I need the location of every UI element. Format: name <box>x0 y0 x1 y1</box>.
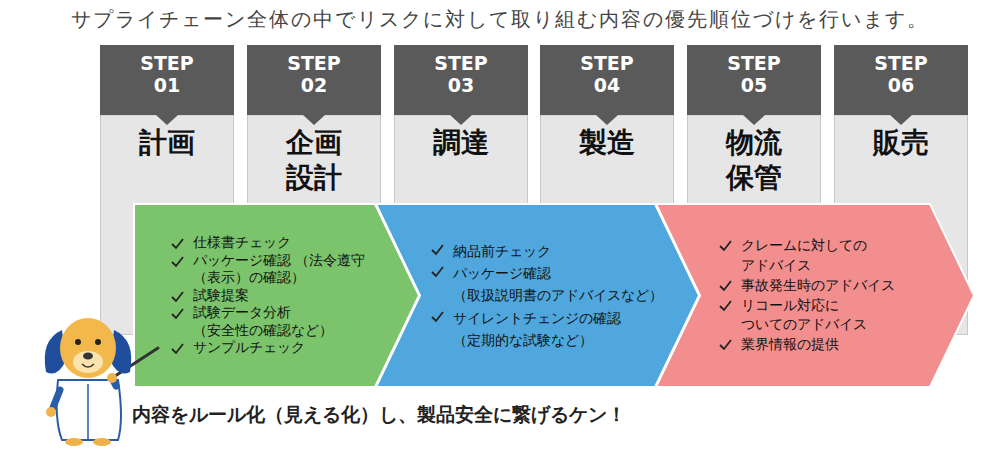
check-item: クレームに対しての アドバイス <box>717 236 905 276</box>
check-mark <box>171 343 184 355</box>
chevron-arrow: 納品前チェックパッケージ確認 （取扱説明書のアドバイスなど） サイレントチェンジの… <box>375 203 700 388</box>
step-name: 計画 <box>139 125 195 160</box>
step-number-box: STEP 06 <box>834 53 968 97</box>
check-text: クレームに対しての アドバイス <box>741 237 867 273</box>
step-name-box: 調達 <box>394 125 528 160</box>
check-mark <box>431 311 444 323</box>
check-item: 納品前チェック <box>429 240 669 262</box>
step-name: 物流 保管 <box>709 125 799 195</box>
check-mark <box>171 291 184 303</box>
check-text: 業界情報の提供 <box>741 336 839 352</box>
check-list: 納品前チェックパッケージ確認 （取扱説明書のアドバイスなど） サイレントチェンジの… <box>429 203 669 388</box>
check-text: 仕様書チェック <box>193 234 291 250</box>
check-item: リコール対応に ついてのアドバイス <box>717 296 905 336</box>
step-number-box: STEP 03 <box>394 53 528 97</box>
check-text: パッケージ確認 （法令遵守（表示）の確認） <box>193 252 365 286</box>
check-item: パッケージ確認 （法令遵守（表示）の確認） <box>169 252 379 287</box>
check-item: パッケージ確認 （取扱説明書のアドバイスなど） <box>429 262 669 307</box>
step-number-box: STEP 02 <box>247 53 381 97</box>
chevron-arrow: クレームに対しての アドバイス事故発生時のアドバイスリコール対応に ついてのアド… <box>655 203 975 388</box>
step-name-box: 製造 <box>540 125 674 160</box>
check-item: サイレントチェンジの確認 （定期的な試験など） <box>429 307 669 352</box>
step-number: STEP 03 <box>426 53 496 97</box>
check-mark <box>719 339 732 351</box>
check-mark <box>431 266 444 278</box>
step-name-box: 販売 <box>834 125 968 160</box>
check-item: 試験データ分析 （安全性の確認など） <box>169 304 379 339</box>
step-number-box: STEP 05 <box>687 53 821 97</box>
step-number: STEP 05 <box>719 53 789 97</box>
check-text: サイレントチェンジの確認 （定期的な試験など） <box>453 310 621 348</box>
step-name-box: 計画 <box>100 125 234 160</box>
check-text: 事故発生時のアドバイス <box>741 277 895 293</box>
check-text: 試験提案 <box>193 287 249 303</box>
check-item: 試験提案 <box>169 287 379 305</box>
check-list: クレームに対しての アドバイス事故発生時のアドバイスリコール対応に ついてのアド… <box>717 203 905 388</box>
check-mark <box>719 300 732 312</box>
check-mark <box>171 238 184 250</box>
slogan: 内容をルール化（見える化）し、製品安全に繋げるケン！ <box>132 402 626 428</box>
check-mark <box>431 244 444 256</box>
check-mark <box>719 240 732 252</box>
check-mark <box>171 256 184 268</box>
check-text: サンプルチェック <box>193 339 305 355</box>
check-mark <box>171 308 184 320</box>
chevron-shape <box>133 203 420 388</box>
step-number: STEP 06 <box>866 53 936 97</box>
check-text: パッケージ確認 （取扱説明書のアドバイスなど） <box>453 265 663 303</box>
check-item: 業界情報の提供 <box>717 335 905 355</box>
chevron-shape <box>655 203 975 388</box>
check-text: 納品前チェック <box>453 243 551 259</box>
check-list: 仕様書チェックパッケージ確認 （法令遵守（表示）の確認）試験提案試験データ分析 … <box>169 203 379 388</box>
step-name: 製造 <box>579 125 635 160</box>
step-name: 企画 設計 <box>269 125 359 195</box>
step-number-box: STEP 04 <box>540 53 674 97</box>
step-name: 調達 <box>433 125 489 160</box>
step-number: STEP 04 <box>572 53 642 97</box>
check-mark <box>719 280 732 292</box>
check-item: 仕様書チェック <box>169 234 379 252</box>
step-name: 販売 <box>873 125 929 160</box>
check-item: サンプルチェック <box>169 339 379 357</box>
page-title: サプライチェーン全体の中でリスクに対して取り組む内容の優先順位づけを行います。 <box>0 6 1000 33</box>
check-item: 事故発生時のアドバイス <box>717 276 905 296</box>
chevron-arrow: 仕様書チェックパッケージ確認 （法令遵守（表示）の確認）試験提案試験データ分析 … <box>133 203 420 388</box>
check-text: 試験データ分析 （安全性の確認など） <box>193 304 333 338</box>
step-number: STEP 02 <box>279 53 349 97</box>
step-name-box: 物流 保管 <box>687 125 821 195</box>
step-number-box: STEP 01 <box>100 53 234 97</box>
step-name-box: 企画 設計 <box>247 125 381 195</box>
step-number: STEP 01 <box>132 53 202 97</box>
check-text: リコール対応に ついてのアドバイス <box>741 297 867 333</box>
